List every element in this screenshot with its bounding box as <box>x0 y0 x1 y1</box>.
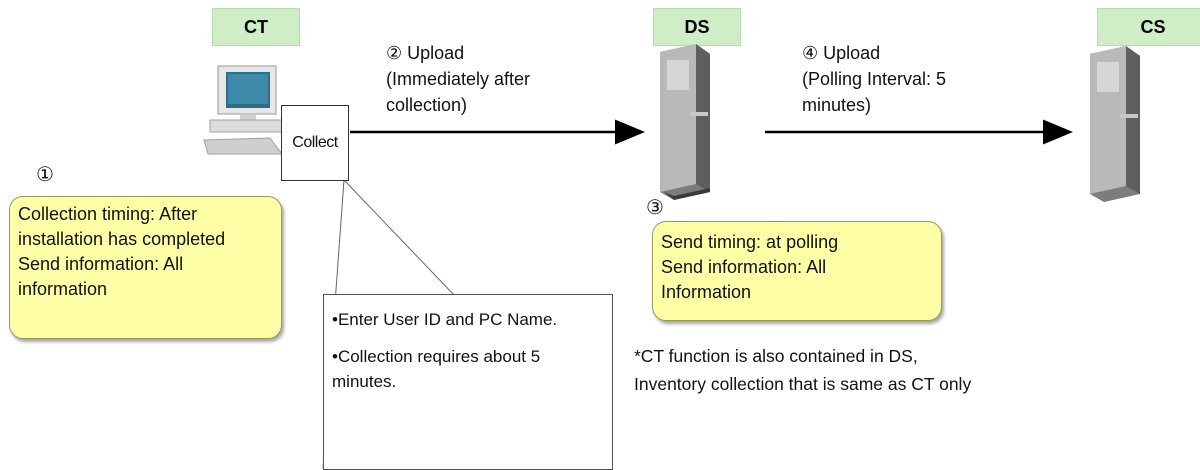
ds-server-icon <box>660 44 710 200</box>
cs-tag: CS <box>1097 8 1200 46</box>
callout-item-duration: •Collection requires about 5 minutes. <box>332 347 541 391</box>
upload-step-2-label: ② Upload (Immediately after collection) <box>386 43 531 115</box>
cs-server-icon <box>1090 46 1140 202</box>
collect-box: Collect <box>281 105 349 181</box>
collect-callout: •Enter User ID and PC Name. •Collection … <box>323 294 613 470</box>
ds-tag: DS <box>653 8 741 46</box>
computer-icon <box>203 65 289 155</box>
callout-pointer-right <box>343 179 456 297</box>
footnote: *CT function is also contained in DS, In… <box>634 346 972 394</box>
ct-tag: CT <box>212 8 300 46</box>
step-1-marker: ① <box>36 164 54 186</box>
step-3-marker: ③ <box>646 197 664 219</box>
ds-send-note: Send timing: at polling Send information… <box>652 221 942 321</box>
upload-step-4-label: ④ Upload (Polling Interval: 5 minutes) <box>802 43 947 115</box>
callout-item-user-id: •Enter User ID and PC Name. <box>332 310 558 329</box>
ct-collection-note: Collection timing: After installation ha… <box>9 196 282 339</box>
